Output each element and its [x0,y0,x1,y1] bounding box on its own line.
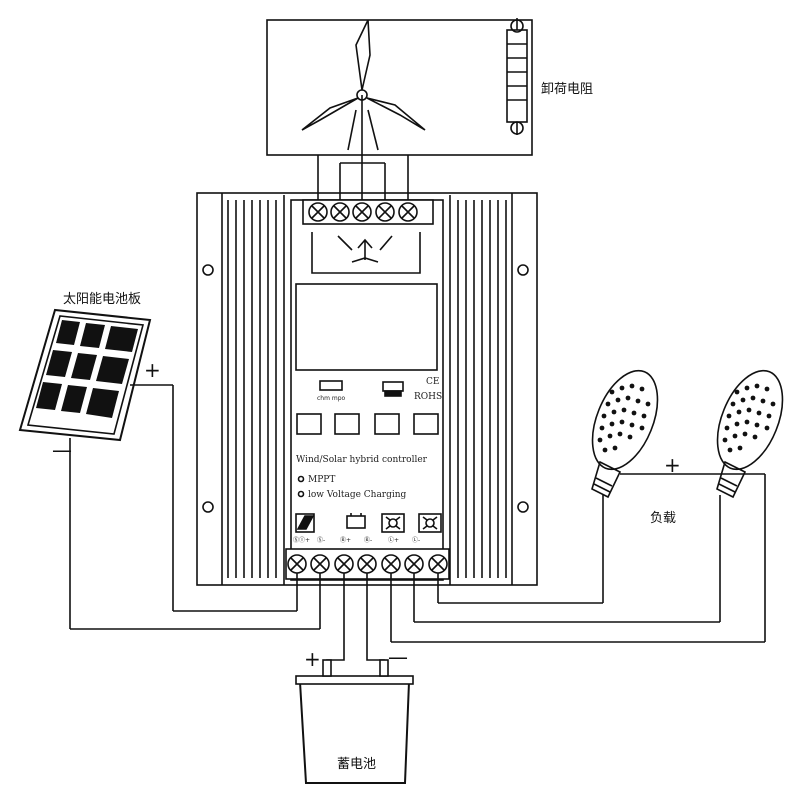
low-voltage-led-icon [297,490,305,498]
front-panel [290,199,444,581]
lcd-display [295,283,438,371]
heatsink-left [221,193,285,585]
lamp-texture [597,383,776,453]
load-plus-sign: + [664,453,681,477]
svg-text:Ⓑ-: Ⓑ- [364,536,372,544]
solar-minus-sign: — [52,438,72,462]
dump-load-label: 卸荷电阻 [541,81,593,97]
svg-text:Ⓢ-: Ⓢ- [317,536,325,544]
wind-turbine [301,19,426,155]
load-lamp-2 [716,369,784,499]
svg-text:ⓈⒾ+: ⓈⒾ+ [293,536,310,544]
panel-button-1[interactable] [296,413,322,435]
battery-plus-sign: + [304,647,321,671]
panel-button-3[interactable] [374,413,400,435]
terminal-labels: ⓈⒾ+ Ⓢ- Ⓑ+ Ⓑ- Ⓛ+ Ⓛ- [293,536,420,544]
svg-text:Ⓛ-: Ⓛ- [412,536,420,544]
turbine-enclosure [266,19,533,156]
battery [295,573,414,784]
solar-panel-small-icon [295,513,315,533]
function-icons-row [295,513,442,533]
dump-load-resistor [506,18,528,135]
svg-text:Ⓛ+: Ⓛ+ [388,536,399,544]
button-note: chm mpo [317,395,346,402]
battery-minus-sign: — [388,645,408,669]
indicator-left [319,380,343,391]
top-terminal-block [302,199,434,225]
mount-hole-br [517,501,529,513]
panel-button-2[interactable] [334,413,360,435]
lamp-small-icon-2 [418,513,442,533]
heatsink-right [449,193,513,585]
ce-mark: CE [426,377,439,387]
load-lamp-1 [591,369,659,499]
mppt-indicator-label: MPPT [308,475,335,485]
product-text: Wind/Solar hybrid controller [296,455,428,465]
solar-panel [18,308,152,442]
lamp-small-icon-1 [381,513,405,533]
mount-hole-tr [517,264,529,276]
svg-text:Ⓑ+: Ⓑ+ [340,536,351,544]
mount-hole-bl [202,501,214,513]
mount-hole-tl [202,264,214,276]
solar-panel-label: 太阳能电池板 [63,292,141,307]
load-label: 负载 [650,511,676,526]
turbine-mini-icon [311,232,421,274]
low-voltage-indicator-label: low Voltage Charging [308,490,407,500]
rohs-mark: ROHS [414,392,442,402]
battery-label: 蓄电池 [337,757,376,772]
solar-plus-sign: + [144,358,161,382]
mppt-led-icon [297,475,305,483]
battery-small-icon [346,513,366,529]
panel-button-4[interactable] [413,413,439,435]
